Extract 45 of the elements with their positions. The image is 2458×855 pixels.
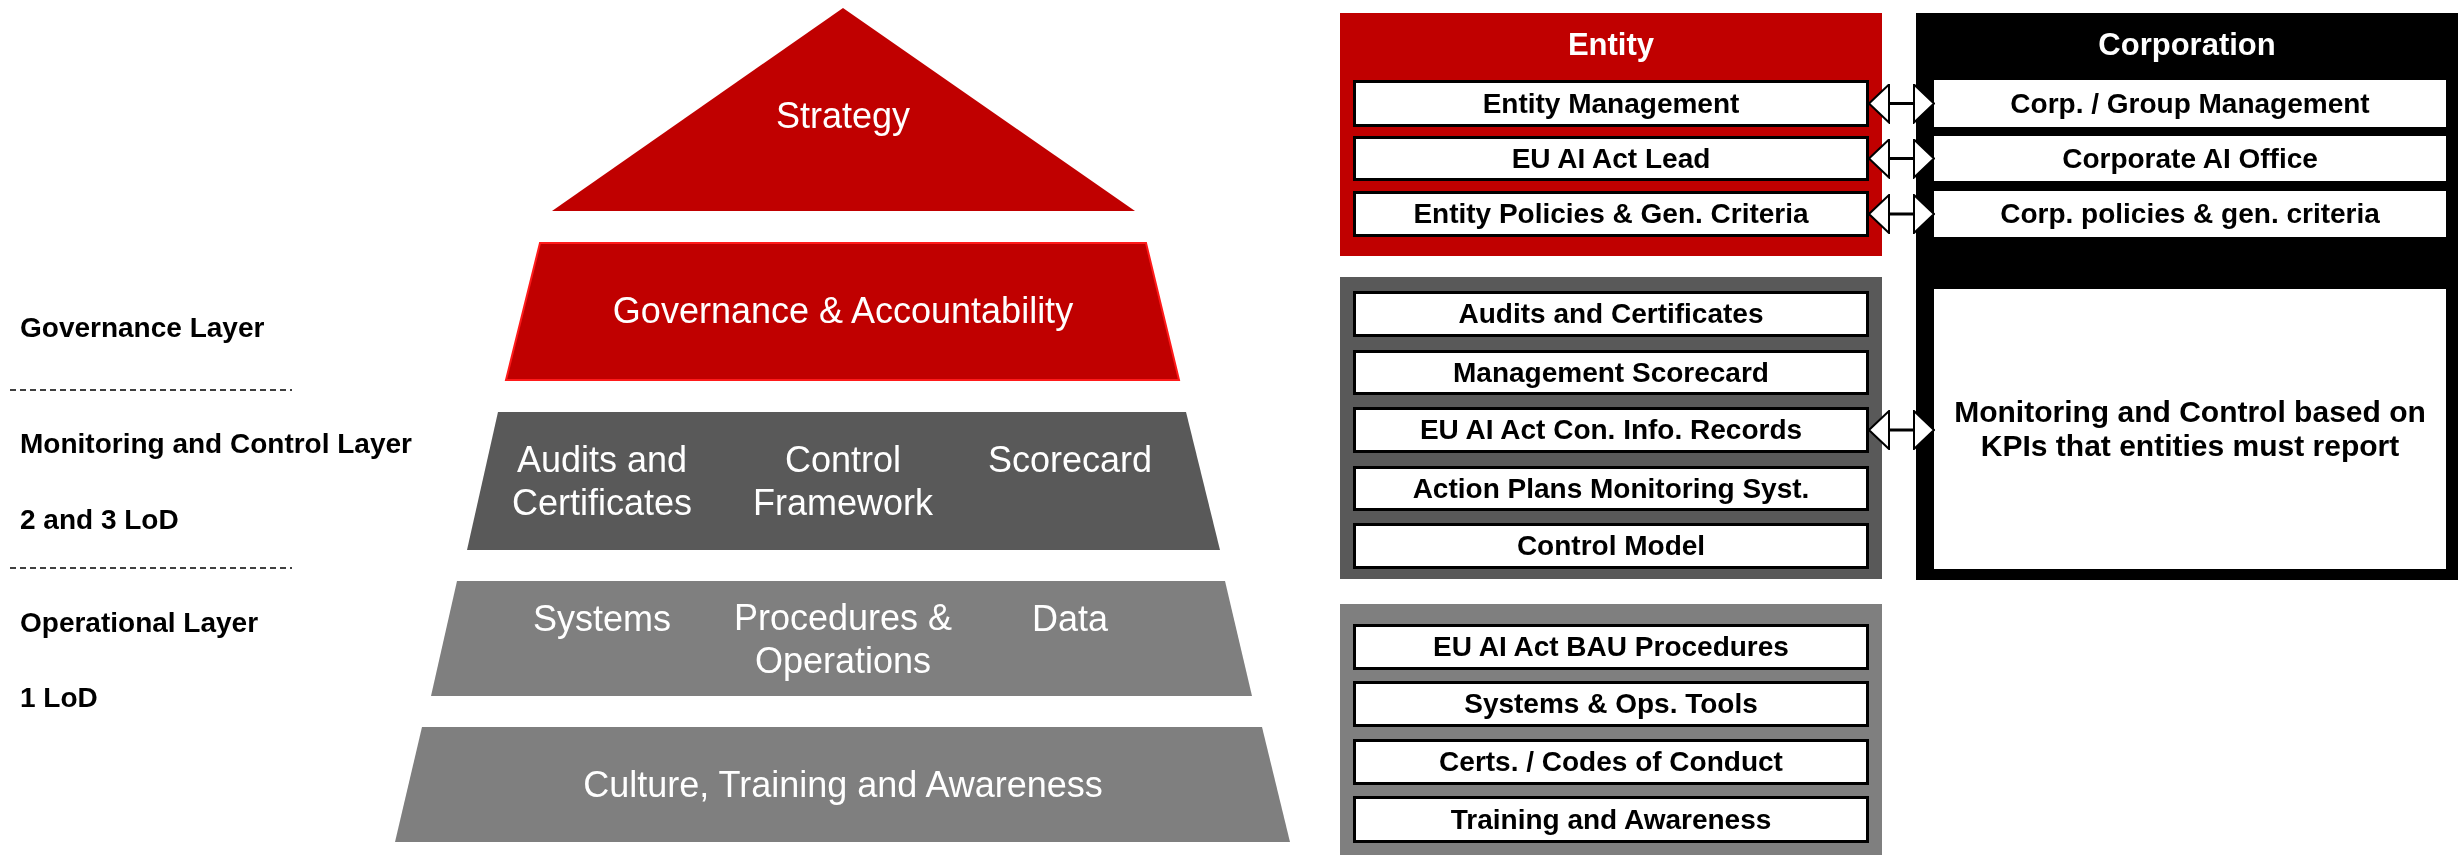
entry-box: Corporate AI Office [1934,136,2446,181]
tier-label: Systems [532,597,672,641]
layer-label: 1 LoD [20,682,98,714]
entry-box: Corp. policies & gen. criteria [1934,191,2446,237]
pyramid-tier [431,581,1252,696]
entry-box: Training and Awareness [1353,796,1869,843]
tier-label: Audits and Certificates [510,437,694,525]
panel [1340,13,1882,256]
double-arrow [1868,194,1935,234]
panel-title: Entity [1566,27,1656,63]
tier-label: Strategy [774,94,912,138]
entry-box: Entity Policies & Gen. Criteria [1353,191,1869,237]
pyramid-base [395,727,1290,842]
entry-box: Action Plans Monitoring Syst. [1353,466,1869,511]
double-arrow [1868,83,1935,124]
tier-label: Culture, Training and Awareness [582,763,1104,807]
pyramid-tier [506,243,1179,380]
double-arrow [1868,410,1935,450]
entry-box: Certs. / Codes of Conduct [1353,739,1869,785]
tier-label: Governance & Accountability [611,289,1075,333]
tier-label: Data [1030,597,1109,641]
layer-label: Governance Layer [20,312,265,344]
entry-box: EU AI Act BAU Procedures [1353,624,1869,670]
entry-box: EU AI Act Lead [1353,136,1869,181]
entry-box: Entity Management [1353,80,1869,127]
pyramid-tier [467,412,1220,550]
panel-title: Corporation [2097,27,2277,63]
panel [1340,277,1882,579]
entry-box: Management Scorecard [1353,350,1869,395]
pyramid-apex [552,8,1135,211]
tier-label: Procedures & Operations [732,595,954,683]
entry-box: Audits and Certificates [1353,291,1869,337]
double-arrow [1868,138,1935,179]
tier-label: Scorecard [986,438,1154,482]
entry-box: Corp. / Group Management [1934,80,2446,127]
tier-label: Control Framework [752,437,934,525]
entry-box: Systems & Ops. Tools [1353,681,1869,727]
panel [1916,13,2458,580]
layer-label: 2 and 3 LoD [20,504,179,536]
entry-box: EU AI Act Con. Info. Records [1353,407,1869,453]
layer-label: Monitoring and Control Layer [20,428,412,460]
panel [1340,604,1882,855]
entry-box: Control Model [1353,523,1869,569]
layer-label: Operational Layer [20,607,259,639]
info-box: Monitoring and Control based on KPIs that entities must report [1934,289,2446,569]
